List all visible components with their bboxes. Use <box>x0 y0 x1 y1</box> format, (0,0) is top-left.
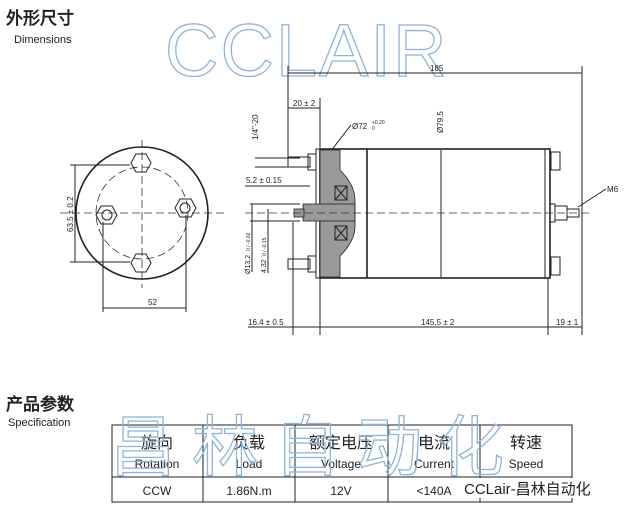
dimensions-title-en: Dimensions <box>14 34 72 46</box>
hex-bolt-right <box>174 198 197 218</box>
overall-length-dim: 185 <box>430 64 444 73</box>
shaft-diameter-dim: Ø13.2 <box>245 255 252 274</box>
watermark-chinese: 昌林自动化 <box>110 410 520 484</box>
shaft-tolerance: 0 / -0.02 <box>246 232 252 251</box>
thread-dim: 1/4"-20 <box>251 114 260 140</box>
value-current: <140A <box>416 484 451 498</box>
header-speed-en: Speed <box>509 457 544 471</box>
front-view: 63.5 ± 0.2 52 <box>60 140 225 312</box>
spec-title-en: Specification <box>8 417 70 429</box>
spec-title-cn: 产品参数 <box>6 394 75 414</box>
flat-tolerance: 0 / -0.15 <box>262 237 268 256</box>
header-current-cn: 电流 <box>418 434 450 452</box>
svg-text:+0.20: +0.20 <box>372 120 385 126</box>
value-load: 1.86N.m <box>226 484 271 498</box>
terminal-dim: M6 <box>607 185 619 194</box>
bolt-spacing-dim: 52 <box>148 298 157 307</box>
height-dim: 63.5 ± 0.2 <box>66 196 75 232</box>
pilot-diameter-dim: Ø72 <box>352 122 368 131</box>
key-width-dim: 5.2 ± 0.15 <box>246 176 282 185</box>
shaft-section <box>302 203 356 222</box>
header-voltage-en: Voltage <box>321 457 361 471</box>
watermark-cclair: CCLAIR <box>165 9 448 92</box>
header-voltage-cn: 额定电压 <box>309 434 373 452</box>
side-view: 185 20 ± 2 Ø72 +0.20 0 Ø79.5 1/4"-20 M6 <box>245 64 619 335</box>
value-voltage: 12V <box>330 484 351 498</box>
hex-bolt-left <box>95 205 118 225</box>
stud-bottom <box>287 258 311 270</box>
flange-offset-dim: 20 ± 2 <box>293 99 316 108</box>
hex-nut-top <box>130 153 152 173</box>
dimensions-title-cn: 外形尺寸 <box>6 8 74 28</box>
value-rotation: CCW <box>143 484 172 498</box>
header-rotation-en: Rotation <box>135 457 180 471</box>
body-diameter-dim: Ø79.5 <box>436 111 445 133</box>
stud-top <box>287 156 311 168</box>
header-rotation-cn: 旋向 <box>141 434 173 452</box>
shaft-flat-dim: 4.32 <box>261 259 268 273</box>
header-load-cn: 负载 <box>233 434 265 452</box>
header-load-en: Load <box>236 457 263 471</box>
spec-table: 旋向 Rotation 负载 Load 额定电压 Voltage 电流 Curr… <box>111 424 573 503</box>
svg-text:0: 0 <box>372 126 375 132</box>
footer-watermark: CCLair-昌林自动化 <box>464 481 591 498</box>
terminal-length-dim: 19 ± 1 <box>556 318 579 327</box>
body-length-dim: 145.5 ± 2 <box>421 318 455 327</box>
hex-nut-bottom <box>130 253 152 273</box>
header-speed-cn: 转速 <box>510 434 542 452</box>
shaft-length-dim: 16.4 ± 0.5 <box>248 318 284 327</box>
header-current-en: Current <box>414 457 455 471</box>
